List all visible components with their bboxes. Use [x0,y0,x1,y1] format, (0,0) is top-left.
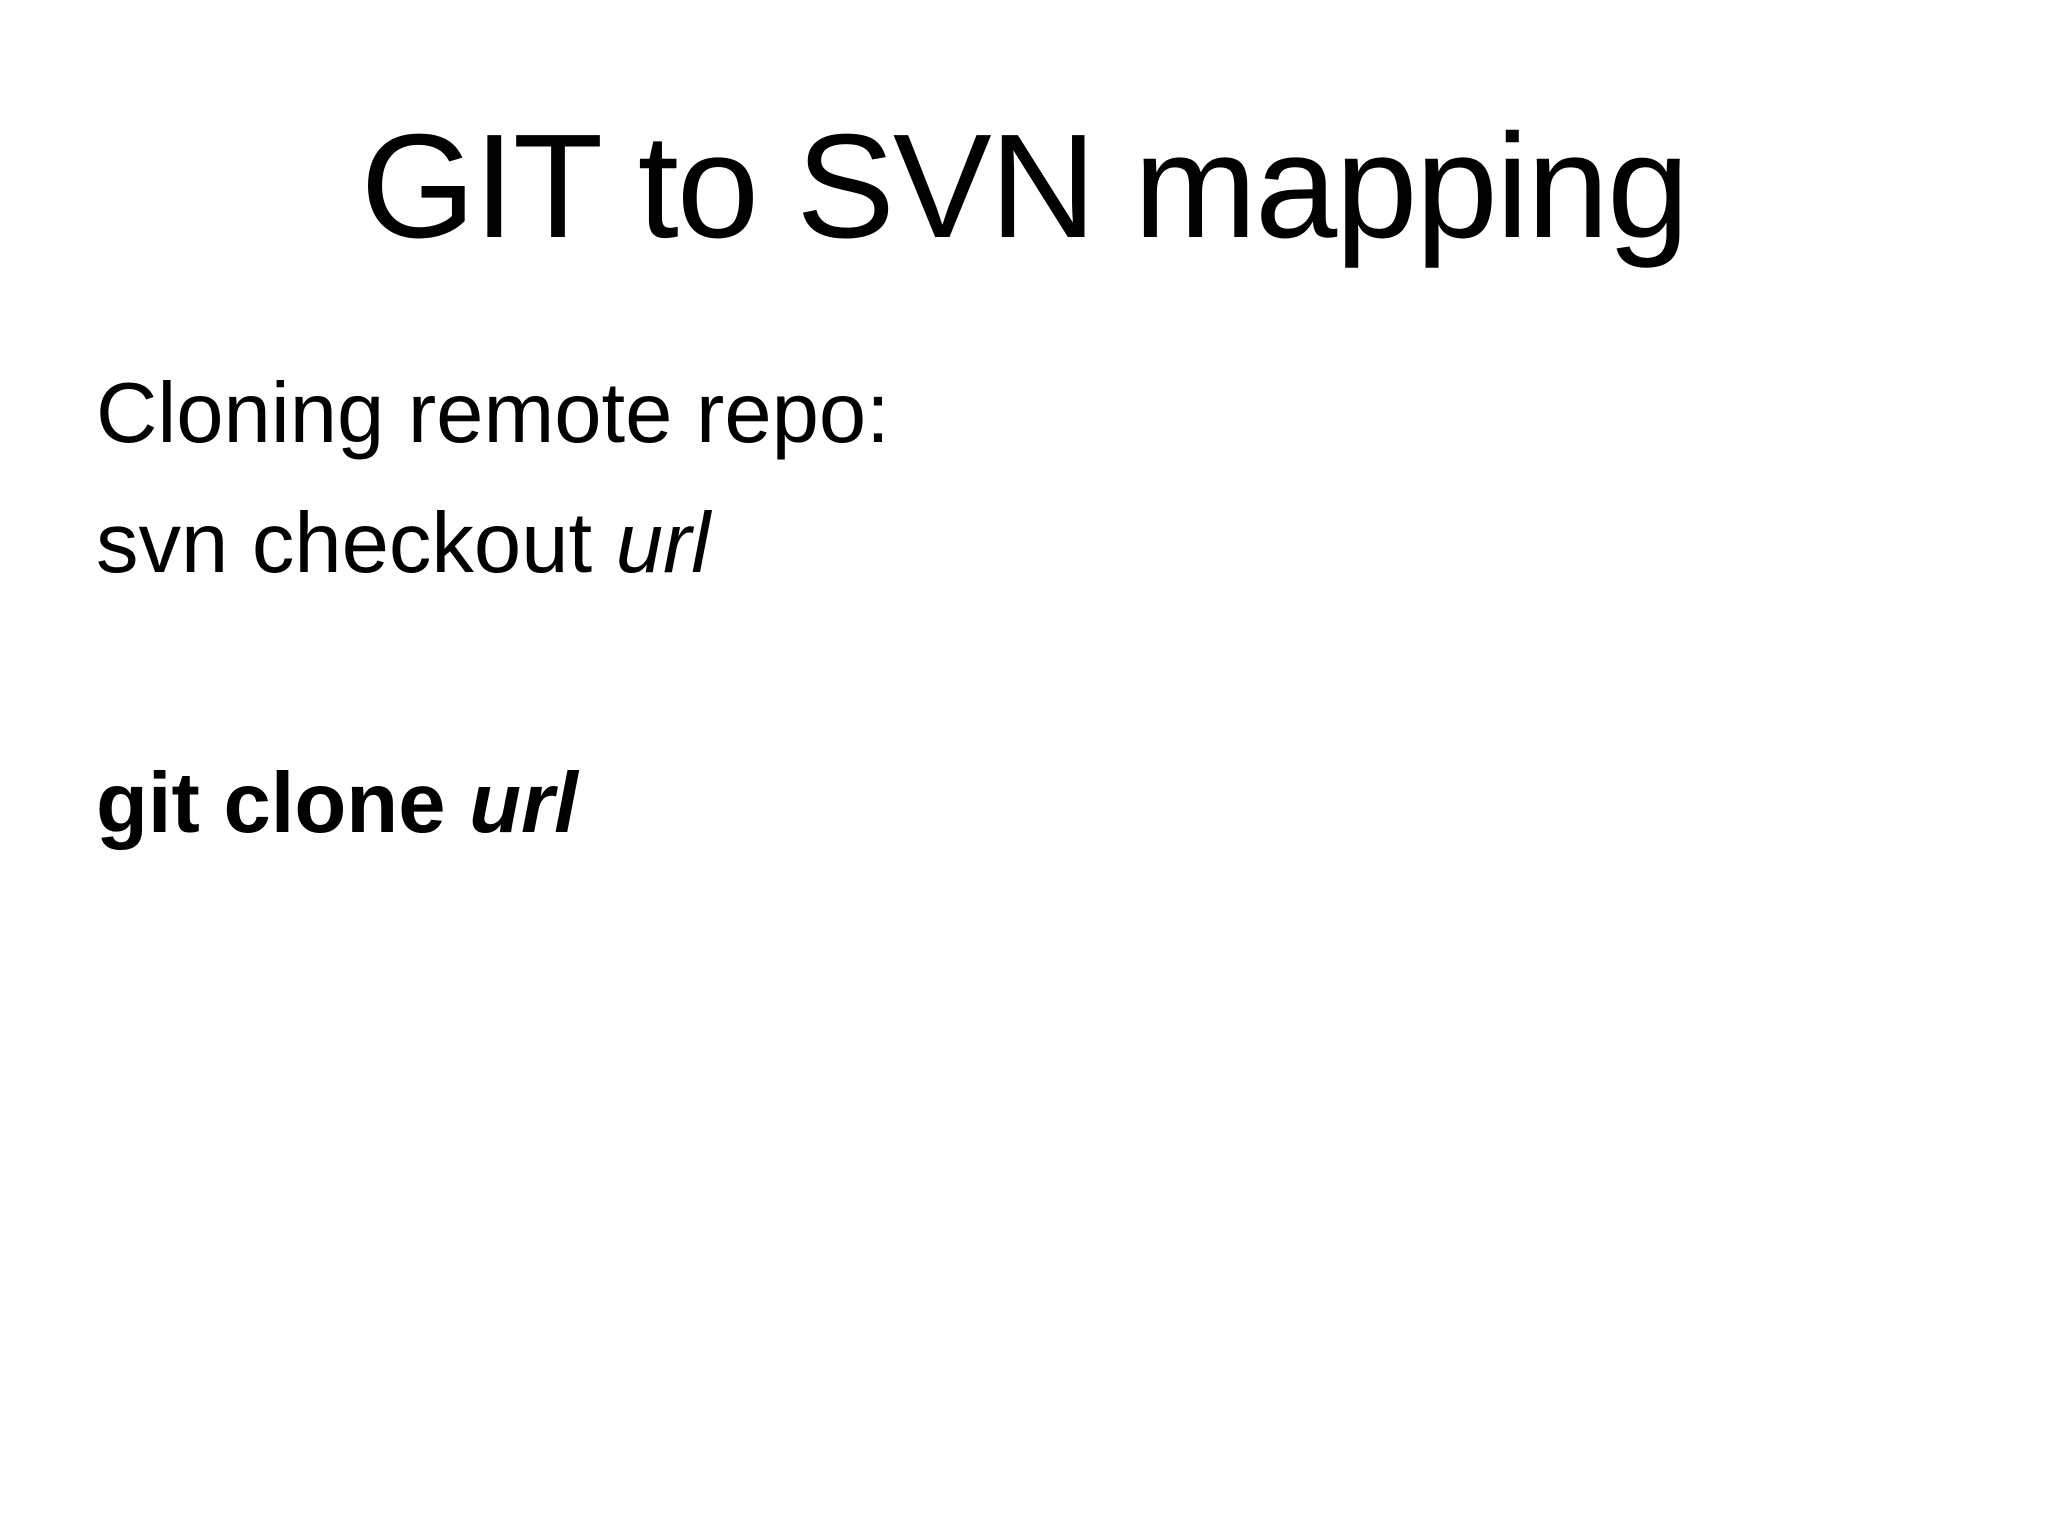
git-command-arg: url [469,756,578,851]
svn-command-text: svn checkout [96,496,616,591]
slide-body: Cloning remote repo: svn checkout url gi… [96,349,1952,869]
body-line-git-command: git clone url [96,739,1952,869]
git-command-text: git clone [96,756,470,851]
svn-command-arg: url [615,496,711,591]
intro-text: Cloning remote repo: [96,366,890,461]
body-line-intro: Cloning remote repo: [96,349,1952,479]
slide-title: GIT to SVN mapping [360,104,1690,269]
blank-line [96,609,1952,739]
body-line-svn-command: svn checkout url [96,479,1952,609]
